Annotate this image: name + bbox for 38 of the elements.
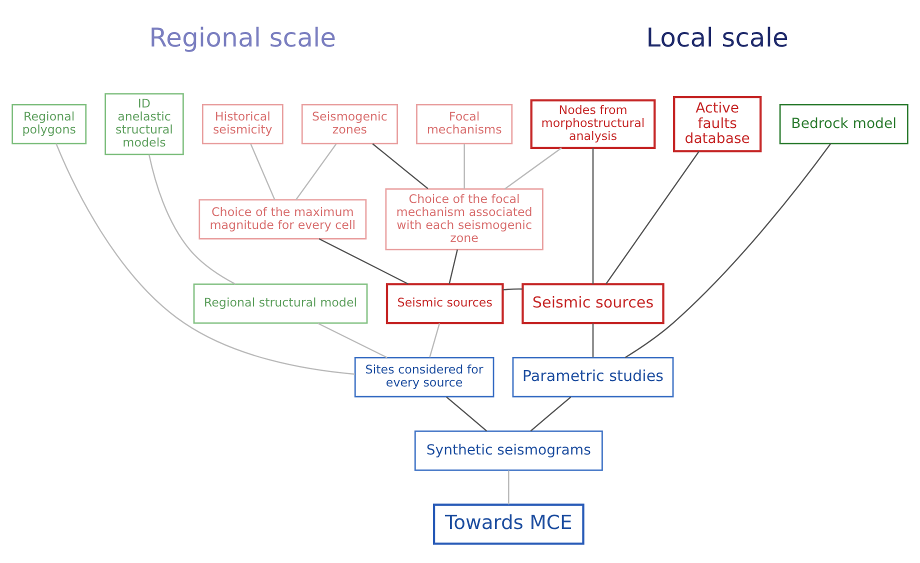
node-box: Seismogenic zones (301, 103, 398, 144)
connector (592, 322, 594, 357)
node-box: ID anelastic structural models (104, 92, 184, 155)
node-box: Regional polygons (12, 103, 87, 144)
connector (592, 148, 594, 284)
node-box: Towards MCE (432, 503, 584, 544)
connector (624, 142, 832, 358)
node-box: Bedrock model (779, 103, 908, 144)
connector (318, 322, 388, 358)
connector (508, 470, 510, 504)
node-box: Seismic sources (522, 282, 664, 324)
connector (295, 143, 337, 200)
connector (318, 238, 409, 284)
node-box: Regional structural model (193, 282, 368, 324)
node-box: Choice of the maximum magnitude for every cell (198, 198, 367, 239)
connector (429, 322, 440, 357)
connector (448, 248, 458, 284)
node-box: Active faults database (673, 96, 762, 152)
connector (504, 146, 562, 190)
connector (148, 154, 236, 284)
node-box: Seismic sources (386, 282, 504, 324)
label: Regional scale (149, 22, 336, 53)
connector (56, 142, 355, 374)
connector (250, 143, 276, 200)
node-box: Sites considered for every source (354, 356, 494, 397)
connector (502, 288, 522, 290)
node-box: Parametric studies (512, 356, 674, 397)
node-box: Choice of the focal mechanism associated with each seismogenic zone (385, 188, 544, 250)
connector (606, 150, 700, 284)
connector (464, 144, 465, 188)
node-box: Nodes from morphostructural analysis (530, 98, 656, 148)
label: Local scale (646, 22, 789, 53)
node-box: Synthetic seismograms (414, 430, 603, 470)
node-box: Focal mechanisms (416, 103, 513, 144)
connector (372, 142, 428, 189)
node-box: Historical seismicity (202, 103, 284, 144)
connector (530, 396, 572, 431)
connector (446, 396, 488, 431)
